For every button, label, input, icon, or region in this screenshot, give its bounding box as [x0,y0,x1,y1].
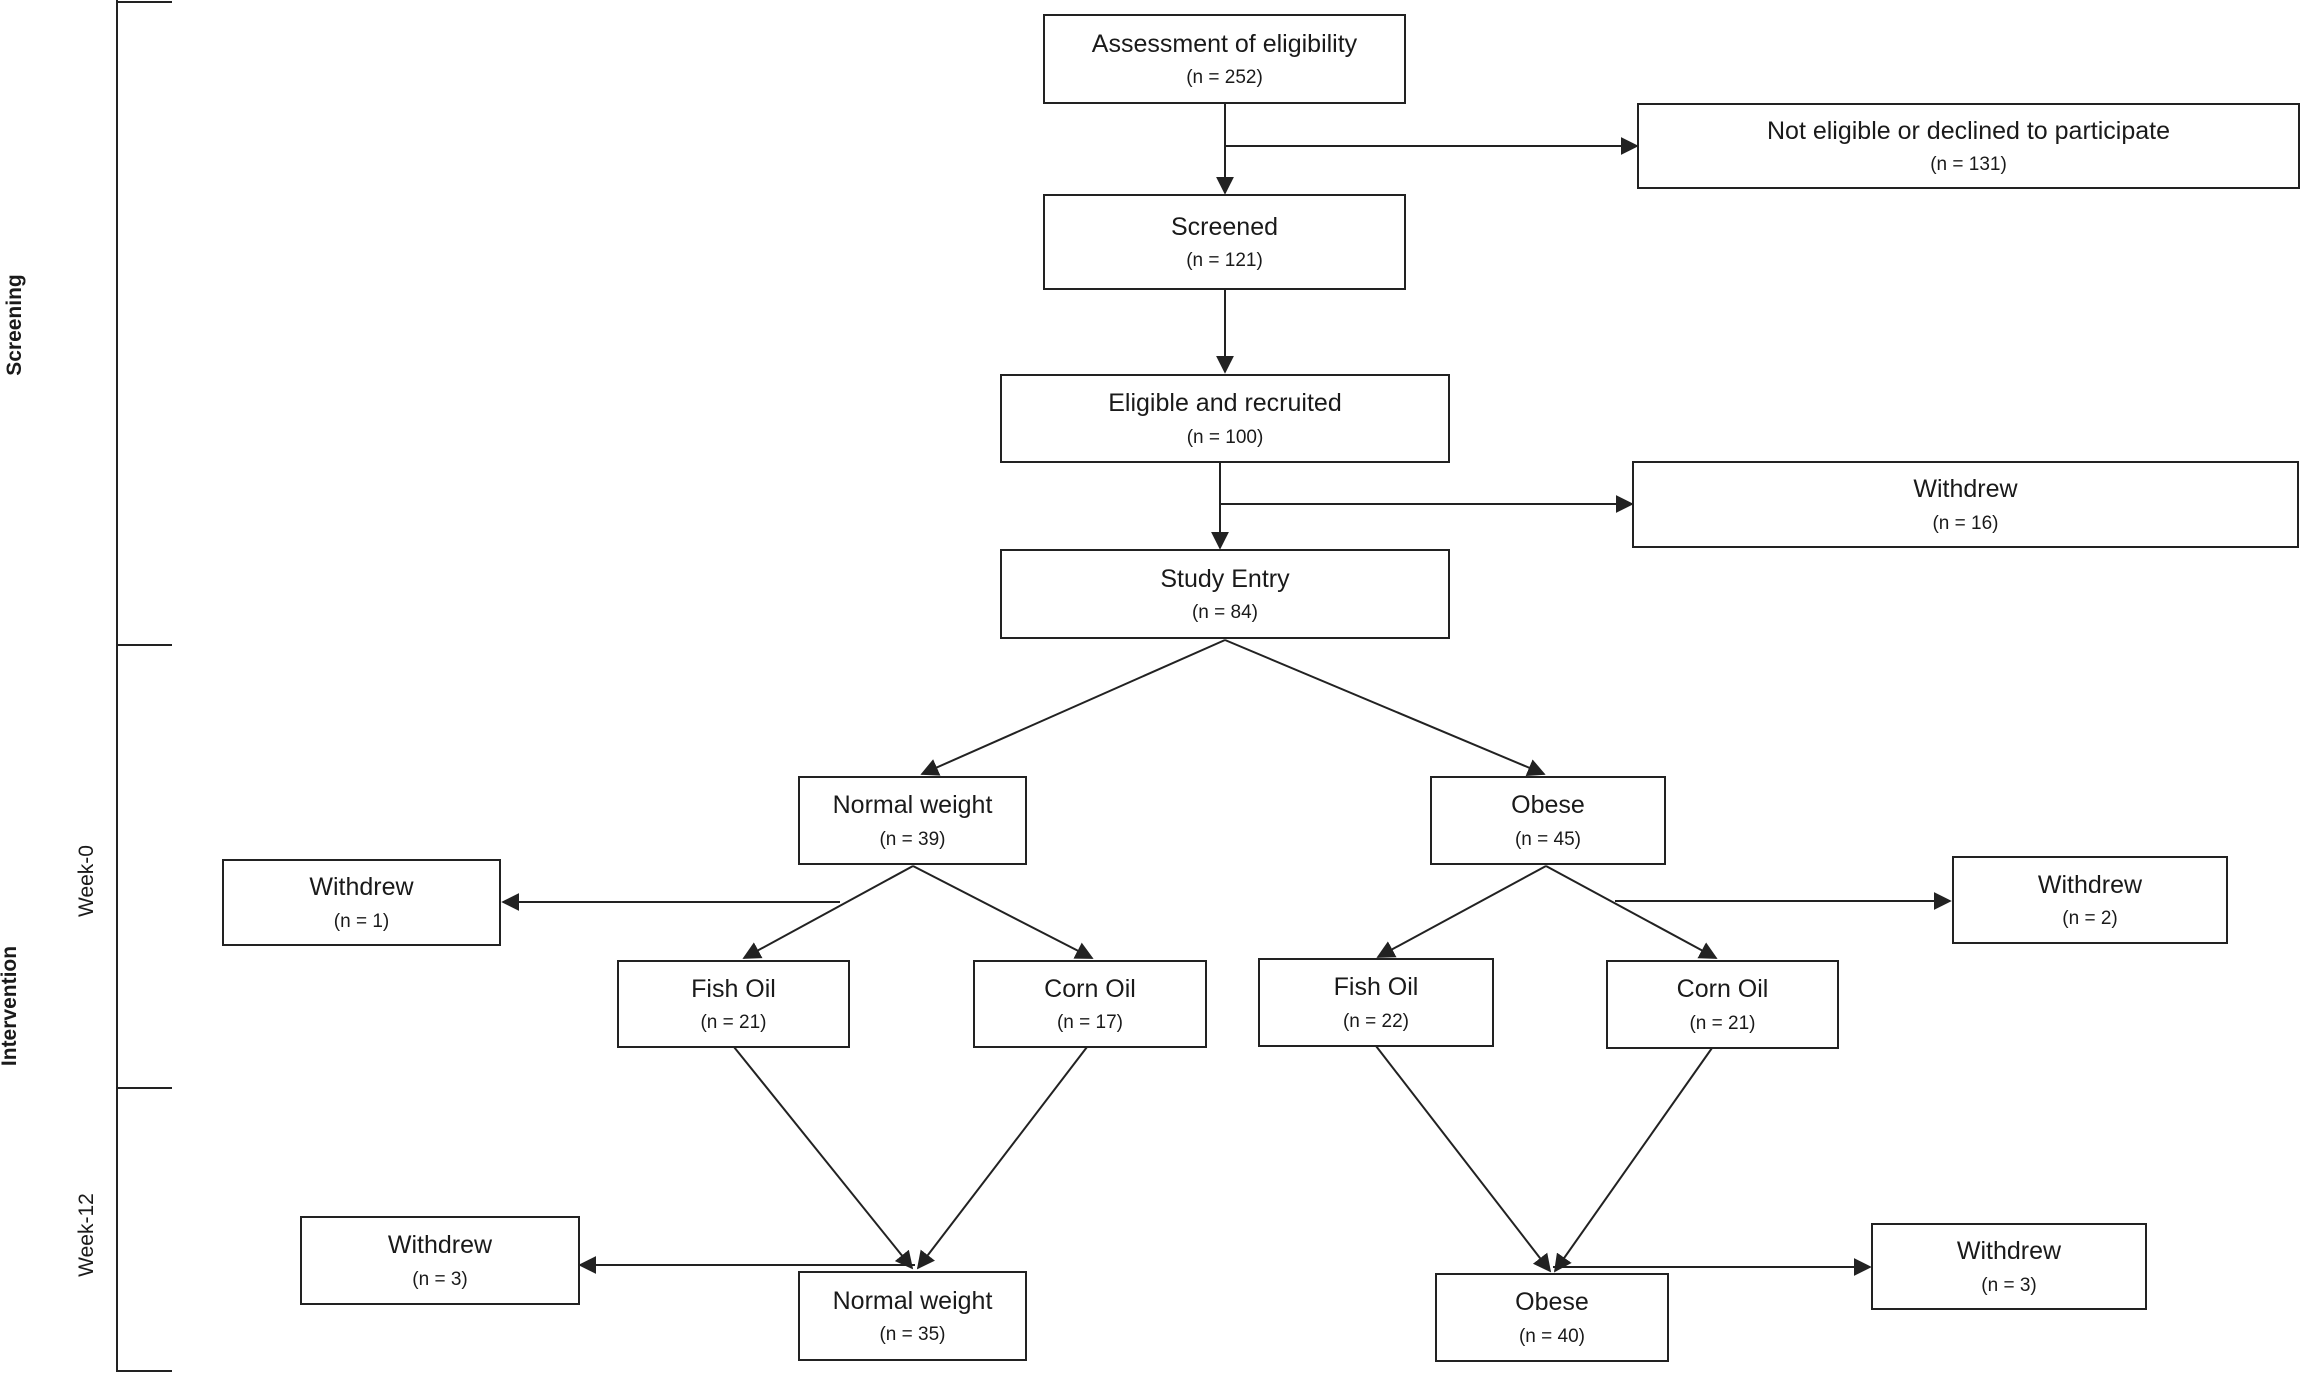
box-title: Withdrew [1913,475,2018,504]
box-title: Normal weight [832,791,993,820]
arrow-obese-fish [1376,865,1547,958]
box-count: (n = 121) [1186,250,1263,272]
box-count: (n = 16) [1932,512,1999,534]
fish-oil-normal-box: Fish Oil (n = 21) [617,960,850,1048]
box-count: (n = 131) [1930,154,2007,176]
box-title: Eligible and recruited [1108,389,1342,418]
box-count: (n = 40) [1518,1325,1585,1347]
withdrew-normal-week0-box: Withdrew (n = 1) [222,859,501,946]
box-title: Assessment of eligibility [1091,29,1358,58]
box-count: (n = 100) [1186,426,1264,448]
box-title: Fish Oil [1333,973,1419,1002]
box-count: (n = 2) [2062,908,2118,930]
phase-label-intervention: Intervention [0,945,21,1067]
box-count: (n = 21) [700,1012,767,1034]
arrow-corn-obese-12 [1553,1047,1713,1273]
box-count: (n = 39) [879,828,946,850]
arrow-entry-obese [1224,639,1546,777]
box-title: Corn Oil [1676,975,1769,1004]
arrow-obese-corn [1545,865,1718,959]
box-title: Withdrew [387,1231,493,1260]
phase-label-screening: Screening [3,274,26,376]
box-title: Withdrew [1956,1237,2062,1266]
box-count: (n = 3) [1981,1274,2037,1296]
box-title: Fish Oil [691,974,776,1003]
box-count: (n = 252) [1186,67,1263,89]
box-count: (n = 22) [1342,1010,1409,1032]
box-count: (n = 3) [412,1268,468,1290]
box-count: (n = 35) [879,1324,946,1346]
box-title: Withdrew [309,873,414,902]
arrow-entry-normal [920,639,1226,776]
screened-box: Screened (n = 121) [1043,194,1406,290]
arrow-normal-fish [742,865,914,959]
not-eligible-box: Not eligible or declined to participate … [1637,103,2300,189]
arrow-fish-obese-12 [1375,1045,1552,1273]
withdrew-obese-week12-box: Withdrew (n = 3) [1871,1223,2147,1310]
box-title: Corn Oil [1044,974,1136,1003]
box-count: (n = 84) [1191,602,1258,624]
box-title: Study Entry [1160,564,1290,593]
withdrew-obese-week0-box: Withdrew (n = 2) [1952,856,2228,944]
box-title: Screened [1170,212,1279,241]
box-count: (n = 21) [1689,1012,1756,1034]
normal-weight-week12-box: Normal weight (n = 35) [798,1271,1027,1361]
box-title: Normal weight [832,1286,993,1315]
eligible-box: Eligible and recruited (n = 100) [1000,374,1450,463]
box-title: Not eligible or declined to participate [1766,116,2170,145]
fish-oil-obese-box: Fish Oil (n = 22) [1258,958,1494,1047]
assessment-box: Assessment of eligibility (n = 252) [1043,14,1406,104]
box-count: (n = 17) [1056,1012,1123,1034]
withdrew-entry-box: Withdrew (n = 16) [1632,461,2299,548]
arrow-corn-normal-12 [916,1046,1088,1270]
withdrew-normal-week12-box: Withdrew (n = 3) [300,1216,580,1305]
corn-oil-obese-box: Corn Oil (n = 21) [1606,960,1839,1049]
study-entry-box: Study Entry (n = 84) [1000,549,1450,639]
box-title: Withdrew [2037,870,2143,899]
obese-week12-box: Obese (n = 40) [1435,1273,1669,1362]
arrow-fish-normal-12 [733,1046,914,1270]
week-label-0: Week-0 [75,845,98,917]
normal-weight-week0-box: Normal weight (n = 39) [798,776,1027,865]
box-count: (n = 45) [1514,828,1581,850]
week-label-12: Week-12 [75,1193,98,1277]
box-title: Obese [1511,791,1585,820]
corn-oil-normal-box: Corn Oil (n = 17) [973,960,1207,1048]
box-count: (n = 1) [333,910,390,932]
arrow-normal-corn [912,865,1094,959]
obese-week0-box: Obese (n = 45) [1430,776,1666,865]
box-title: Obese [1515,1288,1589,1317]
